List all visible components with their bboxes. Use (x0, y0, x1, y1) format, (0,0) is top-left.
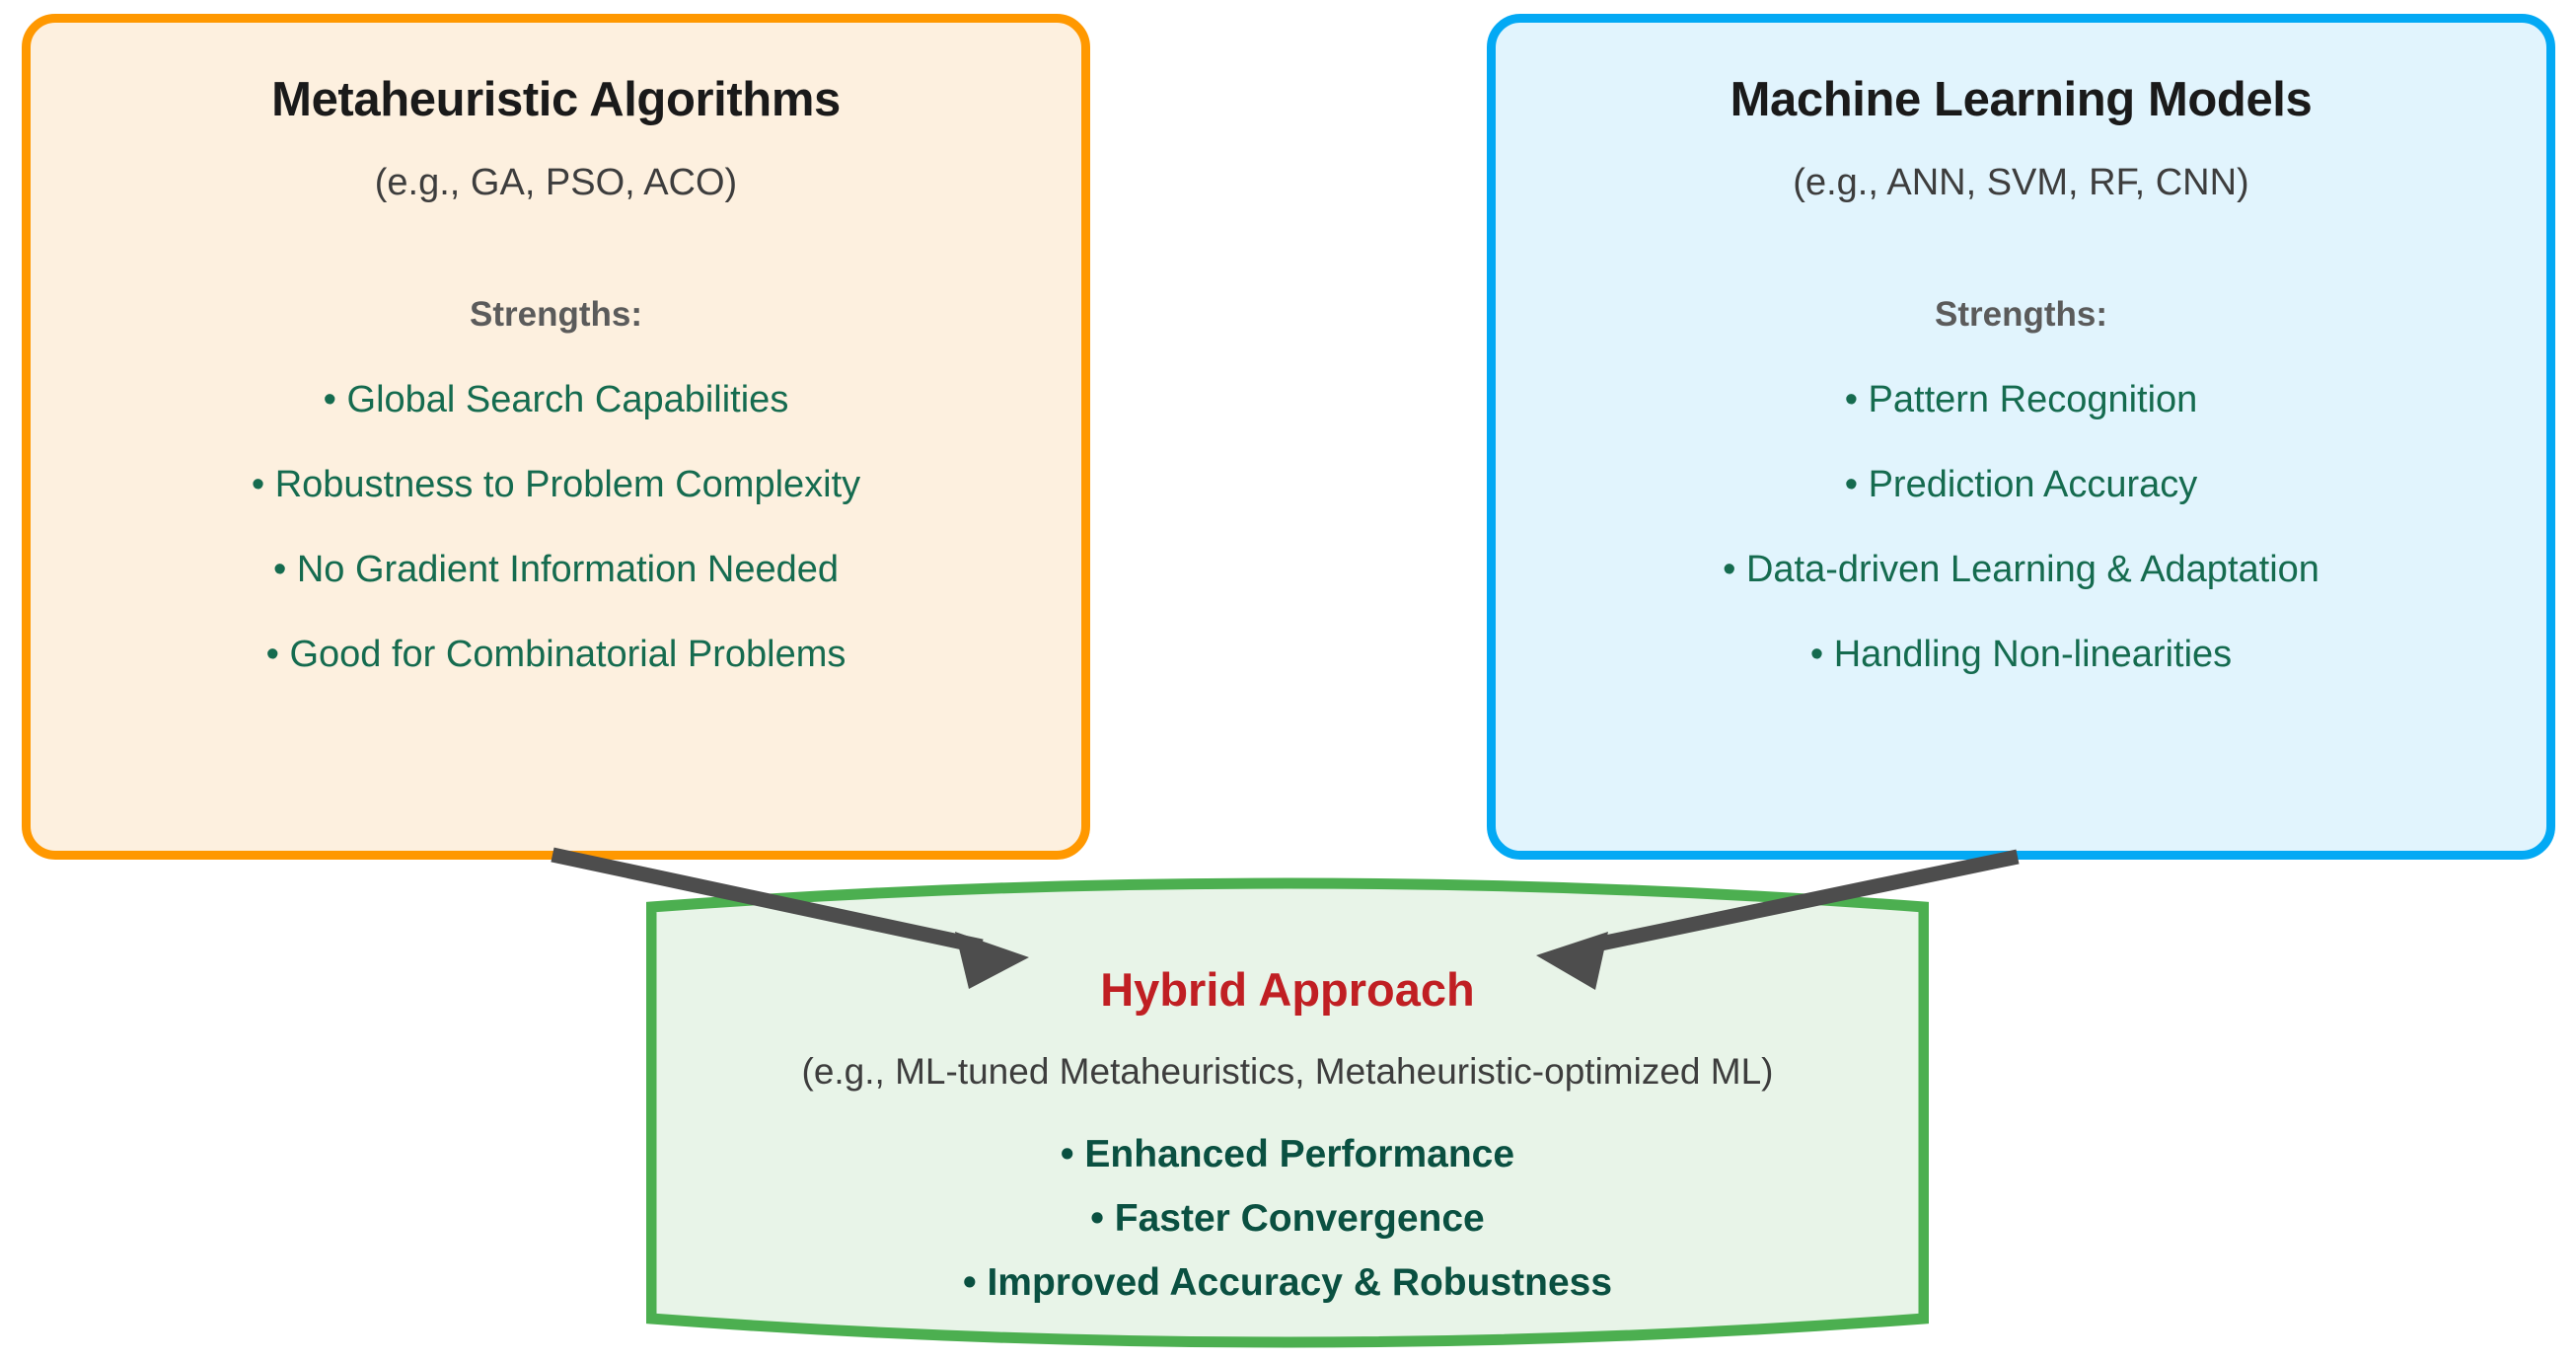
list-item: • Prediction Accuracy (1844, 463, 2198, 505)
list-item: • No Gradient Information Needed (272, 548, 840, 590)
hybrid-approach-title: Hybrid Approach (1100, 963, 1475, 1016)
list-item: • Global Search Capabilities (323, 379, 789, 421)
machine-learning-models-panel[interactable]: Machine Learning Models (e.g., ANN, SVM,… (1487, 14, 2555, 860)
list-item: • Faster Convergence (1090, 1197, 1485, 1241)
list-item: • Robustness to Problem Complexity (251, 463, 861, 505)
metaheuristic-algorithms-panel[interactable]: Metaheuristic Algorithms (e.g., GA, PSO,… (22, 14, 1090, 860)
list-item: • Enhanced Performance (1060, 1133, 1515, 1176)
hybrid-approach-content: Hybrid Approach (e.g., ML-tuned Metaheur… (646, 873, 1929, 1352)
hybrid-approach-panel[interactable]: Hybrid Approach (e.g., ML-tuned Metaheur… (646, 873, 1929, 1352)
machine-learning-strengths-list: • Pattern Recognition • Prediction Accur… (1496, 379, 2546, 675)
hybrid-approach-subtitle: (e.g., ML-tuned Metaheuristics, Metaheur… (801, 1050, 1774, 1092)
metaheuristic-strengths-list: • Global Search Capabilities • Robustnes… (31, 379, 1081, 675)
hybrid-curved-box-shape (646, 877, 1929, 1348)
list-item: • Data-driven Learning & Adaptation (1723, 548, 2319, 590)
list-item: • Good for Combinatorial Problems (265, 633, 846, 675)
machine-learning-panel-subtitle: (e.g., ANN, SVM, RF, CNN) (1793, 161, 2249, 203)
list-item: • Pattern Recognition (1844, 379, 2198, 421)
metaheuristic-panel-title: Metaheuristic Algorithms (271, 73, 841, 126)
list-item: • Handling Non-linearities (1809, 633, 2233, 675)
metaheuristic-strengths-label: Strengths: (470, 294, 642, 334)
hybrid-benefits-list: • Enhanced Performance • Faster Converge… (646, 1133, 1929, 1305)
machine-learning-strengths-label: Strengths: (1935, 294, 2107, 334)
list-item: • Improved Accuracy & Robustness (962, 1261, 1613, 1305)
machine-learning-panel-title: Machine Learning Models (1730, 73, 2313, 126)
metaheuristic-panel-subtitle: (e.g., GA, PSO, ACO) (374, 161, 738, 203)
